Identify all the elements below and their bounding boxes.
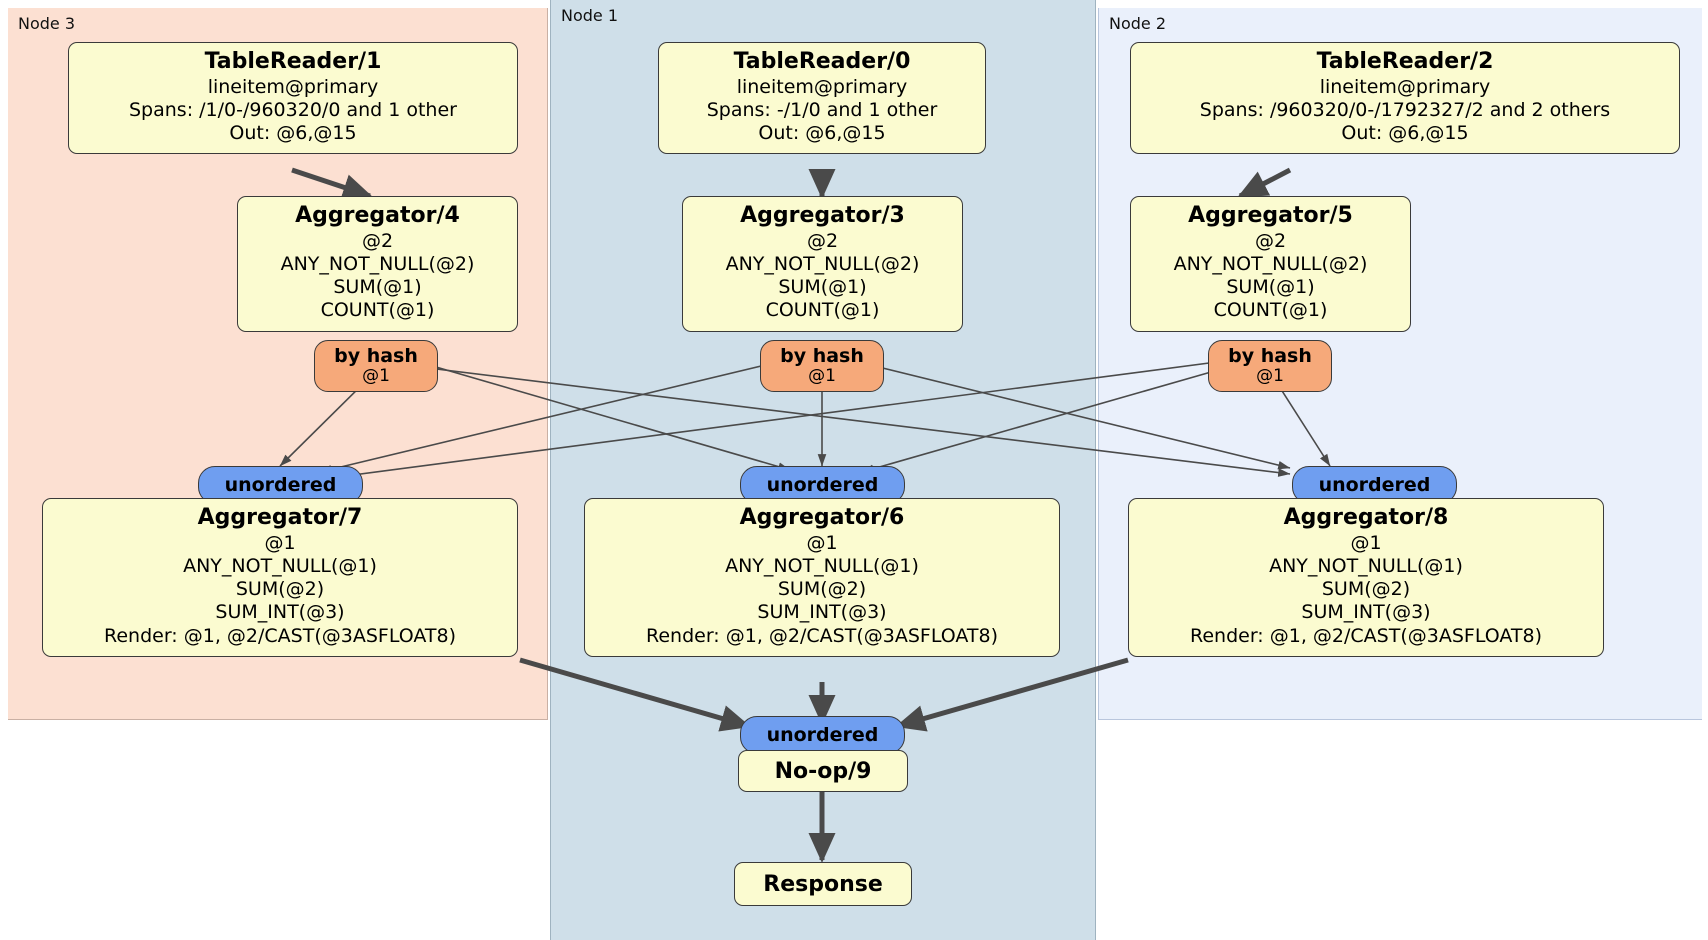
- router-unordered-left[interactable]: unordered: [198, 466, 363, 504]
- processor-line: COUNT(@1): [765, 299, 880, 322]
- processor-aggregator-5[interactable]: Aggregator/5 @2 ANY_NOT_NULL(@2) SUM(@1)…: [1130, 196, 1411, 332]
- router-label: unordered: [1318, 474, 1431, 496]
- processor-tablereader-1[interactable]: TableReader/1 lineitem@primary Spans: /1…: [68, 42, 518, 155]
- processor-line: SUM(@1): [778, 276, 867, 299]
- processor-line: COUNT(@1): [1213, 299, 1328, 322]
- processor-response[interactable]: Response: [734, 862, 912, 906]
- node-panel-label-node3: Node 3: [18, 14, 76, 33]
- processor-tablereader-0[interactable]: TableReader/0 lineitem@primary Spans: -/…: [658, 42, 986, 155]
- processor-line: lineitem@primary: [1319, 75, 1491, 98]
- router-by-hash-left[interactable]: by hash @1: [314, 340, 438, 392]
- processor-line: SUM(@1): [333, 276, 422, 299]
- processor-line: Out: @6,@15: [229, 122, 357, 145]
- processor-aggregator-3[interactable]: Aggregator/3 @2 ANY_NOT_NULL(@2) SUM(@1)…: [682, 196, 963, 332]
- processor-line: ANY_NOT_NULL(@1): [183, 555, 377, 577]
- processor-line: ANY_NOT_NULL(@2): [1173, 253, 1368, 275]
- router-label: unordered: [766, 724, 879, 746]
- processor-line: Render: @1, @2/CAST(@3ASFLOAT8): [646, 624, 998, 647]
- processor-aggregator-8[interactable]: Aggregator/8 @1 ANY_NOT_NULL(@1) SUM(@2)…: [1128, 498, 1604, 657]
- processor-title: TableReader/0: [733, 49, 911, 74]
- processor-line: SUM_INT(@3): [757, 601, 887, 624]
- router-by-hash-center[interactable]: by hash @1: [760, 340, 884, 392]
- processor-line: @1: [264, 531, 296, 554]
- router-column: @1: [1256, 366, 1284, 387]
- router-by-hash-right[interactable]: by hash @1: [1208, 340, 1332, 392]
- processor-line: SUM_INT(@3): [1301, 601, 1431, 624]
- processor-line: Spans: -/1/0 and 1 other: [706, 99, 938, 121]
- router-label: by hash: [1228, 345, 1312, 368]
- router-column: @1: [362, 366, 390, 387]
- processor-aggregator-4[interactable]: Aggregator/4 @2 ANY_NOT_NULL(@2) SUM(@1)…: [237, 196, 518, 332]
- processor-line: ANY_NOT_NULL(@1): [725, 555, 919, 577]
- processor-tablereader-2[interactable]: TableReader/2 lineitem@primary Spans: /9…: [1130, 42, 1680, 155]
- processor-line: SUM(@2): [777, 578, 867, 601]
- router-unordered-right[interactable]: unordered: [1292, 466, 1457, 504]
- processor-noop-9[interactable]: No-op/9: [738, 750, 908, 792]
- processor-line: @2: [1254, 229, 1287, 252]
- processor-line: Out: @6,@15: [1341, 122, 1469, 145]
- processor-line: @2: [361, 229, 394, 252]
- processor-line: lineitem@primary: [207, 75, 379, 98]
- processor-line: @2: [806, 229, 839, 252]
- node-panel-label-node1: Node 1: [561, 6, 619, 25]
- processor-line: SUM(@2): [235, 578, 325, 601]
- processor-title: TableReader/1: [204, 49, 382, 74]
- router-unordered-final[interactable]: unordered: [740, 716, 905, 754]
- node-panel-label-node2: Node 2: [1109, 14, 1167, 33]
- processor-line: @1: [806, 531, 838, 554]
- processor-line: ANY_NOT_NULL(@1): [1269, 555, 1463, 577]
- processor-line: ANY_NOT_NULL(@2): [725, 253, 920, 275]
- processor-title: Aggregator/7: [197, 505, 363, 530]
- processor-title: Aggregator/4: [295, 203, 460, 228]
- router-label: by hash: [334, 345, 418, 368]
- processor-line: COUNT(@1): [320, 299, 435, 322]
- processor-line: @1: [1350, 531, 1382, 554]
- processor-title: No-op/9: [774, 758, 872, 784]
- processor-line: Render: @1, @2/CAST(@3ASFLOAT8): [104, 624, 456, 647]
- processor-aggregator-6[interactable]: Aggregator/6 @1 ANY_NOT_NULL(@1) SUM(@2)…: [584, 498, 1060, 657]
- processor-title: Aggregator/3: [740, 203, 905, 228]
- processor-aggregator-7[interactable]: Aggregator/7 @1 ANY_NOT_NULL(@1) SUM(@2)…: [42, 498, 518, 657]
- processor-line: Spans: /1/0-/960320/0 and 1 other: [129, 99, 457, 121]
- processor-line: SUM_INT(@3): [215, 601, 345, 624]
- processor-title: TableReader/2: [1316, 49, 1494, 74]
- processor-title: Aggregator/6: [739, 505, 905, 530]
- processor-line: lineitem@primary: [736, 75, 908, 98]
- router-column: @1: [808, 366, 836, 387]
- processor-title: Aggregator/8: [1283, 505, 1449, 530]
- processor-line: SUM(@2): [1321, 578, 1411, 601]
- router-unordered-center[interactable]: unordered: [740, 466, 905, 504]
- processor-line: Spans: /960320/0-/1792327/2 and 2 others: [1199, 99, 1611, 121]
- processor-line: ANY_NOT_NULL(@2): [280, 253, 475, 275]
- processor-line: Out: @6,@15: [758, 122, 886, 145]
- processor-line: Render: @1, @2/CAST(@3ASFLOAT8): [1190, 624, 1542, 647]
- router-label: unordered: [224, 474, 337, 496]
- router-label: by hash: [780, 345, 864, 368]
- processor-line: SUM(@1): [1226, 276, 1315, 299]
- router-label: unordered: [766, 474, 879, 496]
- processor-title: Response: [763, 871, 883, 897]
- processor-title: Aggregator/5: [1188, 203, 1353, 228]
